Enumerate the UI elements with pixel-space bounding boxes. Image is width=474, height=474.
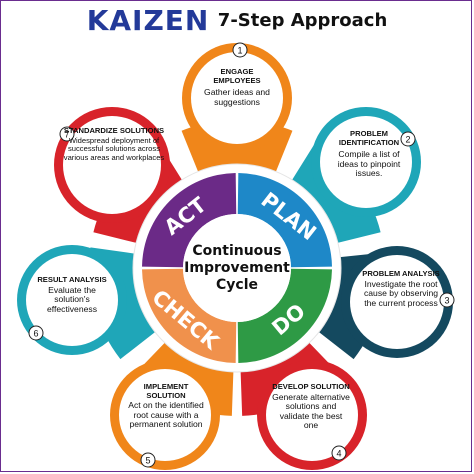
step-3-title: PROBLEM ANALYSIS	[362, 269, 440, 278]
center-label-line-2: Improvement	[184, 260, 290, 276]
step-5-text: IMPLEMENT SOLUTION Act on the identified…	[127, 382, 205, 430]
quadrant-plan	[237, 173, 332, 268]
step-6-description: Evaluate the solution's effectiveness	[46, 284, 97, 314]
step-2-petal	[289, 107, 421, 244]
quadrant-do	[237, 268, 332, 363]
step-1-circle	[191, 52, 283, 144]
step-7-circle	[63, 116, 161, 214]
step-4-text: DEVELOP SOLUTION Generate alternative so…	[272, 382, 350, 431]
step-7-petal	[54, 107, 185, 244]
step-7-text: STANDARDIZE SOLUTIONS Widespread deploym…	[62, 126, 166, 162]
step-7-badge-circle	[59, 126, 75, 142]
hub-ring-outline	[132, 163, 342, 373]
step-4-badge-circle	[331, 445, 347, 461]
step-3-description: Investigate the root cause by observing …	[363, 278, 439, 308]
step-5-badge: 5	[140, 452, 156, 468]
step-4-description: Generate alternative solutions and valid…	[272, 391, 350, 431]
step-1-title: ENGAGE EMPLOYEES	[213, 67, 261, 85]
step-2-badge-number: 2	[405, 135, 410, 145]
step-1-badge-number: 1	[237, 46, 242, 56]
step-3-badge: 3	[439, 292, 455, 308]
step-4-petal	[240, 339, 367, 470]
step-6-petal	[17, 245, 159, 360]
step-6-title: RESULT ANALYSIS	[37, 275, 107, 284]
center-label: Continuous Improvement Cycle	[172, 243, 302, 294]
step-4-title: DEVELOP SOLUTION	[272, 382, 350, 391]
step-5-circle	[119, 369, 211, 461]
step-6-circle	[26, 254, 118, 346]
step-5-petal	[110, 339, 234, 470]
step-2-text: PROBLEM IDENTIFICATION Compile a list of…	[327, 129, 411, 179]
title: KAIZEN 7-Step Approach	[0, 4, 474, 37]
step-1-description: Gather ideas and suggestions	[204, 87, 270, 107]
step-4-circle	[266, 369, 358, 461]
step-7-description: Widespread deployment of successful solu…	[63, 135, 165, 162]
step-5-badge-circle	[140, 452, 156, 468]
step-1-badge: 1	[232, 42, 248, 58]
step-2-badge: 2	[400, 131, 416, 147]
step-5-description: Act on the identified root cause with a …	[128, 400, 204, 430]
hub-center	[183, 214, 291, 322]
center-label-line-3: Cycle	[216, 277, 258, 293]
step-2-circle	[320, 116, 412, 208]
step-1-badge-circle	[232, 42, 248, 58]
step-5-badge-number: 5	[145, 456, 150, 466]
step-3-badge-number: 3	[444, 296, 449, 306]
step-5-title: IMPLEMENT SOLUTION	[143, 382, 189, 400]
step-3-circle	[350, 255, 444, 349]
step-3-badge-circle	[439, 292, 455, 308]
step-3-petal	[315, 246, 453, 360]
step-4-badge: 4	[331, 445, 347, 461]
step-2-description: Compile a list of ideas to pinpoint issu…	[337, 149, 401, 179]
title-main: KAIZEN	[86, 4, 210, 37]
step-2-title: PROBLEM IDENTIFICATION	[338, 129, 400, 147]
quadrant-check	[142, 268, 237, 363]
step-1-petal	[181, 43, 293, 176]
step-6-badge: 6	[28, 325, 44, 341]
step-2-badge-circle	[400, 131, 416, 147]
quadrant-act	[142, 173, 237, 268]
step-3-text: PROBLEM ANALYSIS Investigate the root ca…	[358, 269, 444, 308]
step-7-badge-number: 7	[64, 130, 69, 140]
step-1-text: ENGAGE EMPLOYEES Gather ideas and sugges…	[197, 67, 277, 107]
step-6-badge-number: 6	[33, 329, 38, 339]
step-6-text: RESULT ANALYSIS Evaluate the solution's …	[30, 275, 114, 314]
center-label-line-1: Continuous	[192, 243, 282, 259]
step-7-badge: 7	[59, 126, 75, 142]
step-6-badge-circle	[28, 325, 44, 341]
step-7-title: STANDARDIZE SOLUTIONS	[63, 126, 165, 135]
step-4-badge-number: 4	[336, 449, 341, 459]
title-sub: 7-Step Approach	[217, 10, 388, 31]
